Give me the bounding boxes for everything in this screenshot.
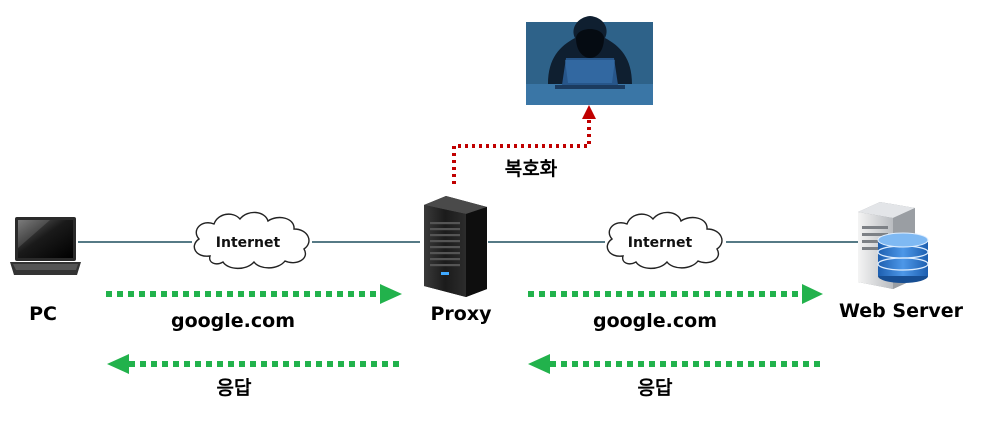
internet-cloud-right: Internet bbox=[606, 211, 723, 270]
decrypt-arrow-line bbox=[452, 119, 591, 184]
web-server-label: Web Server bbox=[839, 300, 964, 322]
internet-cloud-right-label: Internet bbox=[628, 235, 693, 251]
internet-cloud-left: Internet bbox=[193, 211, 310, 270]
response-left-label: 응답 bbox=[217, 377, 252, 399]
decrypt-arrow bbox=[452, 105, 596, 184]
web-server-icon bbox=[858, 202, 929, 289]
request-arrow-left-head bbox=[380, 284, 402, 304]
response-arrow-left-head bbox=[107, 354, 129, 374]
request-arrow-left bbox=[106, 284, 402, 304]
response-arrow-right bbox=[528, 354, 824, 374]
decrypt-arrow-head bbox=[582, 105, 596, 119]
request-arrow-right bbox=[528, 284, 823, 304]
response-arrow-left bbox=[107, 354, 403, 374]
request-right-label: google.com bbox=[593, 310, 717, 332]
decrypt-label: 복호화 bbox=[505, 158, 558, 180]
response-arrow-right-head bbox=[528, 354, 550, 374]
request-arrow-right-head bbox=[802, 284, 823, 304]
hacker-icon bbox=[526, 16, 653, 105]
response-right-label: 응답 bbox=[638, 377, 673, 399]
proxy-server-icon bbox=[424, 196, 487, 297]
proxy-label: Proxy bbox=[431, 303, 493, 325]
internet-cloud-left-label: Internet bbox=[216, 235, 281, 251]
laptop-icon bbox=[10, 217, 81, 275]
request-left-label: google.com bbox=[171, 310, 295, 332]
pc-label: PC bbox=[29, 303, 57, 325]
